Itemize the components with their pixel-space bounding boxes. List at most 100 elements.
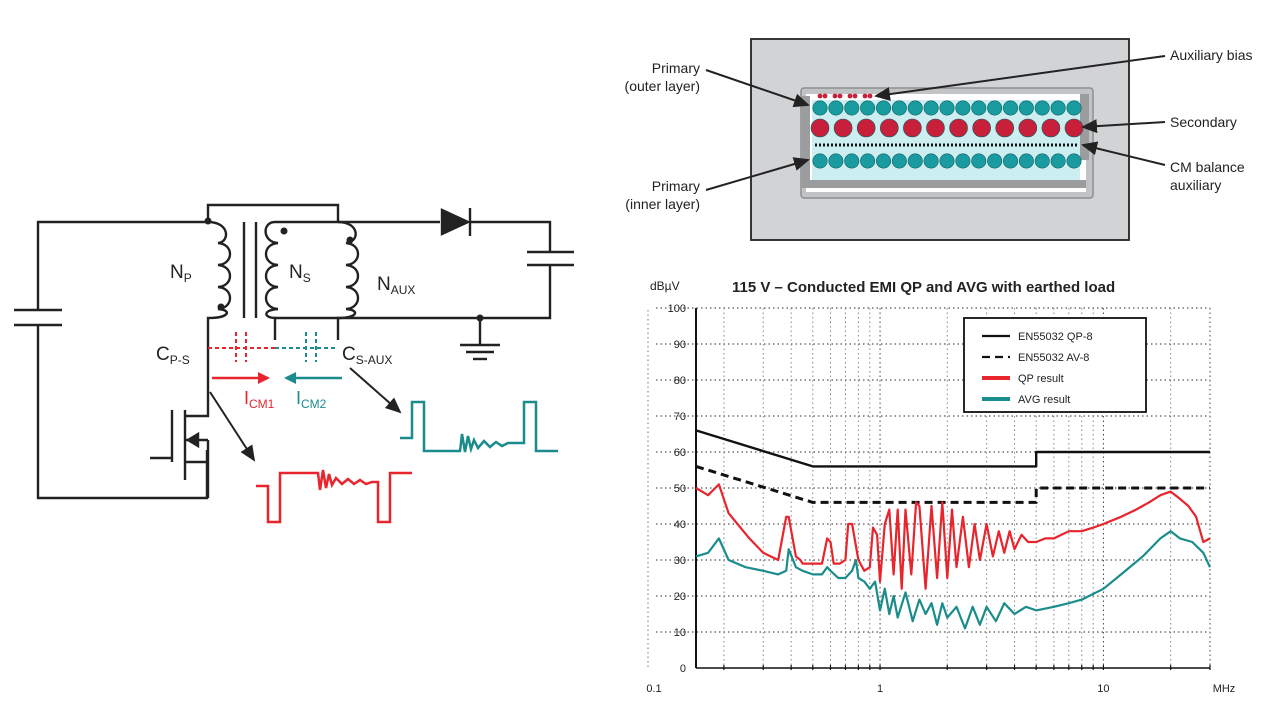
y-tick-label: 80 [674, 375, 686, 387]
primary-inner-label: Primary [652, 178, 700, 194]
primary-inner-turn [828, 153, 844, 169]
bobbin-flange-left [801, 96, 810, 188]
parasitic-csaux [275, 332, 338, 362]
primary-coil [206, 220, 232, 400]
y-axis-unit: dBµV [650, 279, 680, 293]
pointer-arrow [209, 391, 256, 462]
secondary-turn [903, 118, 922, 138]
primary-outer-turn [1050, 100, 1066, 116]
legend-box [963, 317, 1147, 413]
winding-labels: Primary (outer layer) Primary (inner lay… [625, 47, 1253, 212]
primary-outer-winding [812, 100, 1082, 116]
primary-inner-turn [844, 153, 860, 169]
primary-outer-turn [812, 100, 828, 116]
aux-bias-turn [832, 93, 838, 99]
input-capacitor [14, 308, 62, 327]
aux-dot-icon [346, 236, 354, 244]
flyback-circuit [14, 203, 574, 500]
primary-inner-label-sub: (inner layer) [625, 196, 700, 212]
secondary-turn [1064, 118, 1084, 138]
secondary-turn [1041, 118, 1061, 138]
secondary-coil [264, 220, 338, 340]
primary-outer-turn [875, 100, 891, 116]
primary-inner-turn [860, 153, 876, 169]
x-tick-label: 0.1 [646, 683, 661, 695]
emi-chart: dBµV 115 V – Conducted EMI QP and AVG wi… [646, 279, 1235, 695]
x-tick-label: 10 [1097, 683, 1109, 695]
mosfet-icon [150, 400, 210, 498]
primary-outer-turn [1066, 100, 1082, 116]
primary-inner-turn [987, 153, 1003, 169]
y-tick-label: 40 [674, 519, 686, 531]
primary-outer-turn [828, 100, 844, 116]
bobbin-base [806, 180, 1086, 188]
secondary-waveform [400, 400, 558, 454]
aux-bias-turn [817, 93, 823, 99]
x-tick-label: 1 [877, 683, 883, 695]
legend-label: QP result [1018, 373, 1064, 385]
primary-inner-turn [891, 153, 907, 169]
primary-outer-turn [844, 100, 860, 116]
series-qp-result [695, 483, 1211, 590]
pointer-arrow [349, 367, 402, 414]
y-tick-label: 30 [674, 555, 686, 567]
y-tick-label: 20 [674, 591, 686, 603]
primary-inner-turn [955, 153, 971, 169]
np-label: NP [170, 262, 192, 285]
output-capacitor [527, 250, 574, 267]
ns-label: NS [289, 262, 311, 285]
secondary-turn [949, 118, 968, 138]
secondary-turn [995, 118, 1015, 138]
y-tick-label: 10 [674, 627, 686, 639]
primary-inner-turn [1034, 153, 1050, 169]
primary-outer-turn [1034, 100, 1050, 116]
y-tick-label: 50 [674, 483, 686, 495]
secondary-turn [972, 118, 991, 138]
csaux-label: CS-AUX [342, 344, 392, 367]
primary-inner-turn [923, 153, 939, 169]
secondary-label: Secondary [1170, 114, 1237, 130]
y-tick-label: 60 [674, 447, 686, 459]
legend-label: EN55032 QP-8 [1018, 331, 1093, 343]
secondary-dot-icon [280, 227, 288, 235]
cm-balance-label: CM balance [1170, 159, 1245, 175]
primary-inner-turn [939, 153, 955, 169]
primary-inner-turn [1002, 153, 1018, 169]
primary-dot-icon [217, 303, 225, 311]
primary-inner-turn [907, 153, 923, 169]
aux-bias-turn [852, 93, 858, 99]
winding-callouts [705, 55, 1166, 191]
naux-label: NAUX [377, 274, 415, 297]
y-tick-label: 90 [674, 339, 686, 351]
legend-label: EN55032 AV-8 [1018, 352, 1089, 364]
output-wire [275, 220, 552, 320]
primary-outer-turn [860, 100, 876, 116]
parasitic-cps [208, 332, 275, 362]
primary-inner-turn [812, 153, 828, 169]
icm2-label: ICM2 [296, 388, 327, 411]
primary-inner-turn [1066, 153, 1082, 169]
aux-bias-turn [847, 93, 853, 99]
series-avg-result [695, 530, 1211, 630]
primary-outer-turn [891, 100, 907, 116]
primary-outer-label-sub: (outer layer) [625, 78, 700, 94]
secondary-turn [833, 118, 853, 138]
aux-bias-turn [822, 93, 828, 99]
primary-outer-turn [939, 100, 955, 116]
y-tick-label: 0 [680, 663, 686, 675]
primary-outer-turn [987, 100, 1003, 116]
diode-icon [440, 208, 471, 236]
primary-outer-turn [1002, 100, 1018, 116]
icm1-label: ICM1 [244, 388, 275, 411]
chart-series [695, 429, 1211, 630]
primary-outer-turn [1018, 100, 1034, 116]
primary-outer-label: Primary [652, 60, 700, 76]
primary-outer-turn [907, 100, 923, 116]
aux-bias-turn [837, 93, 843, 99]
aux-bias-winding [817, 93, 873, 99]
cm-balance-label-sub: auxiliary [1170, 177, 1221, 193]
